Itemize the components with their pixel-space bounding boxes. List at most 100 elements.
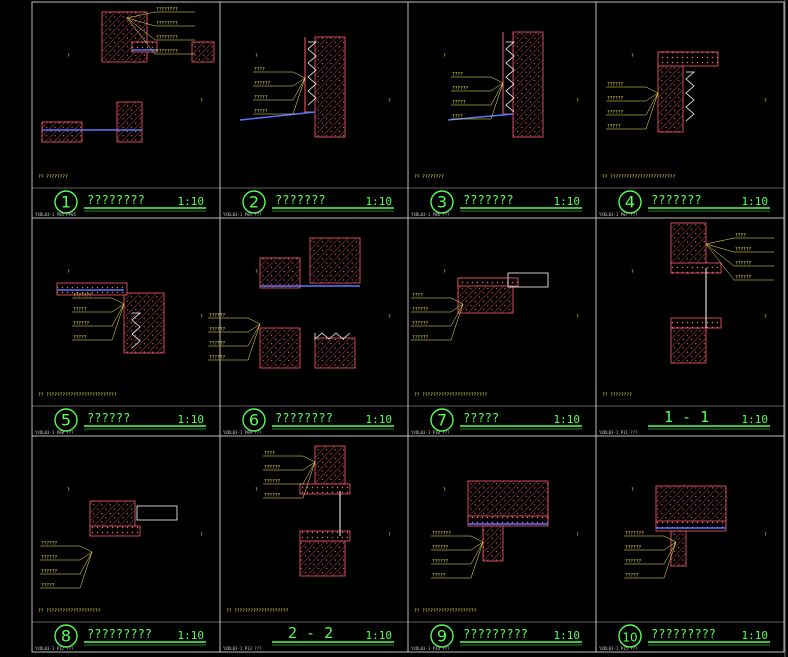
mortar-layer <box>89 525 141 537</box>
detail-title: ?????? <box>87 411 130 425</box>
annotation-mark: ? <box>67 53 70 59</box>
callout-label: ???? <box>254 67 265 73</box>
panel-12: ??????????????????????????10?????????1:1… <box>596 485 784 651</box>
callout-label: ?????? <box>412 335 429 341</box>
callout-label: ???????? <box>156 7 178 13</box>
leader-line <box>302 461 316 485</box>
detail-number: 4 <box>625 193 635 212</box>
leader-line <box>111 297 125 305</box>
sheet-reference: YXDL03-1 P06 ??? <box>411 212 450 217</box>
concrete-hatch <box>309 237 361 284</box>
detail-number-circle <box>618 190 642 214</box>
callout-label: ?????? <box>625 559 642 565</box>
callout-label: ???????? <box>156 21 178 27</box>
detail-drawing: ?????????????????????????????????? <box>41 7 215 143</box>
sheet-reference: YXDL03-1 P07 ??? <box>599 212 638 217</box>
leader-line <box>247 323 261 361</box>
detail-scale: 1:10 <box>366 629 393 642</box>
detail-drawing: ????????????????????????? <box>606 51 767 133</box>
annotation-mark: ? <box>67 487 70 493</box>
callout-label: ?????? <box>264 493 281 499</box>
annotation-mark: ? <box>576 314 579 320</box>
leader-line <box>663 541 677 579</box>
concrete-hatch <box>482 525 504 562</box>
annotation-mark: ? <box>388 314 391 320</box>
callout-label: ????? <box>73 335 87 341</box>
panel-7: ?????????????????????????? ?????????????… <box>408 269 596 435</box>
detail-number-circle <box>242 408 266 432</box>
callout-label: ?????? <box>209 355 226 361</box>
detail-number: 7 <box>437 411 447 430</box>
leader-line <box>302 461 316 499</box>
callout-label: ????? <box>41 583 55 589</box>
panel-8: ?????????????????????????? ????????1 - 1… <box>596 222 784 435</box>
annotation-mark: ? <box>200 532 203 538</box>
leader-line <box>663 541 677 565</box>
panel-10: ?????????????????????????? ?????????????… <box>220 445 408 651</box>
detail-number-circle <box>54 624 78 648</box>
detail-title: 2 - 2 <box>288 624 333 642</box>
detail-number: 1 <box>61 193 71 212</box>
detail-title: ??????? <box>651 193 702 207</box>
detail-title: ??????? <box>275 193 326 207</box>
callout-label: ?????? <box>209 327 226 333</box>
leader-line <box>247 317 261 325</box>
sheet-reference: YXDL03-1 P15 ??? <box>599 646 638 651</box>
annotation-mark: ? <box>443 487 446 493</box>
annotation-mark: ? <box>443 53 446 59</box>
callout-label: ????? <box>607 124 621 130</box>
detail-drawing: ?????????????????????????? <box>624 485 767 579</box>
insulation-zigzag <box>505 41 516 113</box>
detail-drawing: ????????????????????????? <box>56 269 203 354</box>
detail-scale: 1:10 <box>554 629 581 642</box>
annotation-mark: ? <box>255 487 258 493</box>
panel-6: ??????????????????????????6????????1:10Y… <box>208 237 408 435</box>
detail-scale: 1:10 <box>178 195 205 208</box>
detail-scale: 1:10 <box>366 195 393 208</box>
detail-number: 8 <box>61 627 71 646</box>
panel-5: ??????????????????????????? ????????????… <box>32 269 220 435</box>
sheet-reference: YXDL03-1 P09 ??? <box>223 430 262 435</box>
leader-line <box>470 535 484 543</box>
callout-label: ?????? <box>412 321 429 327</box>
concrete-hatch <box>467 480 549 522</box>
callout-label: ????? <box>625 573 639 579</box>
leader-line <box>79 551 93 589</box>
detail-scale: 1:10 <box>742 413 769 426</box>
waterproof-membrane <box>239 111 316 121</box>
detail-scale: 1:10 <box>554 413 581 426</box>
leader-line <box>292 77 306 115</box>
detail-title: ??????? <box>463 193 514 207</box>
panel-4: ??????????????????????????? ????????????… <box>596 51 784 217</box>
concrete-hatch <box>314 337 356 369</box>
callout-label: ???? <box>452 114 463 120</box>
detail-drawing: ????????????????????? <box>443 31 579 138</box>
detail-title: ????? <box>463 411 499 425</box>
detail-title: ????????? <box>87 627 152 641</box>
annotation-mark: ? <box>631 487 634 493</box>
callout-label: ??????? <box>73 293 92 299</box>
callout-label: ?????? <box>735 275 752 281</box>
detail-number: 5 <box>61 411 71 430</box>
detail-number-circle <box>430 408 454 432</box>
detail-title: ???????? <box>275 411 333 425</box>
callout-label: ?????? <box>264 465 281 471</box>
annotation-mark: ? <box>576 532 579 538</box>
panel-1: ???????????????????????????????????? ???… <box>32 7 220 217</box>
detail-number: 2 <box>249 193 259 212</box>
annotation-mark: ? <box>200 314 203 320</box>
sheet-reference: YXDL03-1 P10 ??? <box>411 430 450 435</box>
leader-line <box>663 541 677 551</box>
sheet-reference: YXDL03-1 P12 ??? <box>35 646 74 651</box>
leader-line <box>292 77 306 87</box>
detail-number: 9 <box>437 627 447 646</box>
detail-number-circle <box>430 190 454 214</box>
mortar-layer <box>657 51 719 67</box>
leader-line <box>450 303 464 327</box>
leader-line <box>247 323 261 333</box>
insulation-zigzag <box>314 332 351 340</box>
concrete-hatch <box>655 485 727 527</box>
mortar-layer <box>670 262 722 274</box>
detail-scale: 1:10 <box>178 629 205 642</box>
sheet-reference: YXDL03-1 P08 ??? <box>35 430 74 435</box>
